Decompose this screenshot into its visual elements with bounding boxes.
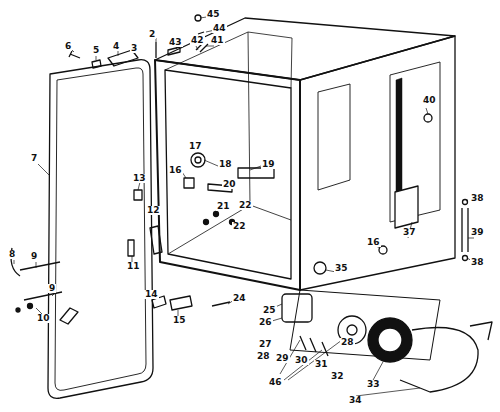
part-40 xyxy=(424,114,432,122)
callout-number: 42 xyxy=(190,36,205,45)
callout-number: 2 xyxy=(148,30,156,39)
part-16 xyxy=(379,246,387,254)
callout-number: 9 xyxy=(30,252,38,261)
tube-39 xyxy=(462,208,468,252)
callout-number: 21 xyxy=(216,202,231,211)
callout-number: 29 xyxy=(275,354,290,363)
callout-number: 4 xyxy=(112,42,120,51)
door-gasket xyxy=(48,60,153,399)
spray-hub-17 xyxy=(195,157,201,163)
part-13 xyxy=(134,190,142,200)
callout-number: 24 xyxy=(232,294,247,303)
callout-number: 39 xyxy=(470,228,485,237)
callout-number: 22 xyxy=(238,201,253,210)
callout-number: 14 xyxy=(144,290,159,299)
motor-33 xyxy=(378,328,402,352)
callout-number: 43 xyxy=(168,38,183,47)
tub-back xyxy=(165,32,292,88)
callout-number: 17 xyxy=(188,142,203,151)
cap-38 xyxy=(463,256,468,261)
callout-number: 20 xyxy=(222,180,237,189)
callout-number: 5 xyxy=(92,46,100,55)
callout-number: 40 xyxy=(422,96,437,105)
callout-number: 34 xyxy=(348,396,363,405)
callout-number: 37 xyxy=(402,228,417,237)
callout-number: 15 xyxy=(172,316,187,325)
part-35 xyxy=(314,262,326,274)
pin-10 xyxy=(16,308,20,312)
callout-number: 16 xyxy=(168,166,183,175)
callout-number: 28 xyxy=(256,352,271,361)
callout-number: 45 xyxy=(206,10,221,19)
tub-back-edge xyxy=(168,32,291,254)
callout-number: 6 xyxy=(64,42,72,51)
callout-number: 12 xyxy=(146,206,161,215)
callout-number: 8 xyxy=(8,250,16,259)
callout-number: 27 xyxy=(258,340,273,349)
callout-number: 25 xyxy=(262,306,277,315)
screw-6 xyxy=(69,51,80,58)
callout-number: 30 xyxy=(294,356,309,365)
clip-5 xyxy=(92,60,101,68)
callout-number: 22 xyxy=(232,222,247,231)
heater-19 xyxy=(238,168,274,178)
part-2 xyxy=(155,42,156,58)
side-panel xyxy=(318,84,350,190)
motor-34 xyxy=(400,328,478,393)
callout-number: 32 xyxy=(330,372,345,381)
screw xyxy=(204,220,209,225)
screw xyxy=(214,212,219,217)
part-24 xyxy=(212,302,230,306)
part-43 xyxy=(168,47,180,55)
callout-number: 13 xyxy=(132,174,147,183)
callout-number: 16 xyxy=(366,238,381,247)
mount-plate xyxy=(290,290,440,360)
motor-33 xyxy=(368,318,412,362)
callout-number: 3 xyxy=(130,44,138,53)
washers xyxy=(300,336,328,356)
callout-number: 7 xyxy=(30,154,38,163)
impeller-28 xyxy=(347,325,357,335)
callout-number: 33 xyxy=(366,380,381,389)
callout-number: 46 xyxy=(268,378,283,387)
tub-right-side xyxy=(300,36,455,290)
part-15 xyxy=(170,296,192,310)
part-11 xyxy=(128,240,134,256)
callout-number: 41 xyxy=(210,36,225,45)
callout-number: 44 xyxy=(212,24,227,33)
part-12 xyxy=(150,226,162,254)
leader-line xyxy=(14,16,474,396)
bracket-1 xyxy=(470,322,492,340)
callout-number: 28 xyxy=(340,338,355,347)
callout-number: 38 xyxy=(470,194,485,203)
callout-number: 19 xyxy=(261,160,276,169)
callout-number: 10 xyxy=(36,314,51,323)
tub-front-frame xyxy=(155,60,300,290)
arm-9 xyxy=(20,262,62,300)
door-gasket-inner xyxy=(55,68,146,390)
callout-number: 35 xyxy=(334,264,349,273)
callout-number: 9 xyxy=(48,284,56,293)
callout-number: 18 xyxy=(218,160,233,169)
drain-16 xyxy=(184,178,194,188)
bracket xyxy=(60,308,78,324)
callout-number: 11 xyxy=(126,262,141,271)
callout-number: 38 xyxy=(470,258,485,267)
pin-10 xyxy=(28,304,33,309)
callout-number: 31 xyxy=(314,360,329,369)
callout-number: 26 xyxy=(258,318,273,327)
bracket-31 xyxy=(395,186,418,228)
spray-hub-17 xyxy=(191,153,205,167)
screw-44 xyxy=(198,32,204,34)
